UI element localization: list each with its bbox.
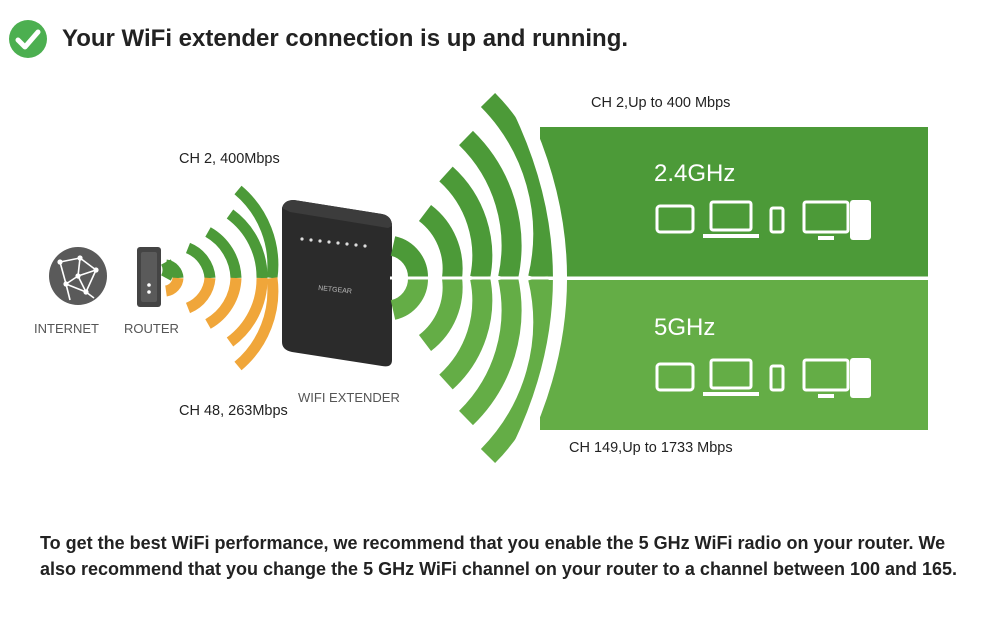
internet-globe-icon — [49, 247, 107, 305]
extender-brand-text: NETGEAR — [318, 285, 352, 295]
band-5-label: 5GHz — [654, 314, 716, 341]
page-title: Your WiFi extender connection is up and … — [62, 25, 629, 52]
band-24-devices-icon — [655, 200, 871, 240]
recommendation-text: To get the best WiFi performance, we rec… — [40, 533, 958, 579]
extender-device-icon: NETGEAR — [282, 200, 392, 367]
router-signal-waves — [160, 185, 279, 371]
extender-signal-waves — [390, 92, 554, 464]
band-24-label: 2.4GHz — [654, 160, 736, 187]
checkmark-circle-icon — [9, 20, 47, 58]
band-5-channel-label: CH 149,Up to 1733 Mbps — [569, 440, 733, 456]
band-5-background — [540, 280, 928, 430]
router-link-bottom-label: CH 48, 263Mbps — [179, 403, 288, 419]
internet-label: INTERNET — [34, 321, 99, 336]
extender-label: WIFI EXTENDER — [298, 390, 400, 405]
router-link-top-label: CH 2, 400Mbps — [179, 151, 280, 167]
router-label: ROUTER — [124, 321, 179, 336]
router-icon — [137, 247, 161, 307]
network-diagram: NETGEAR — [49, 92, 930, 464]
band-5-devices-icon — [655, 358, 871, 398]
status-header: Your WiFi extender connection is up and … — [8, 18, 628, 60]
band-24-channel-label: CH 2,Up to 400 Mbps — [591, 95, 731, 111]
